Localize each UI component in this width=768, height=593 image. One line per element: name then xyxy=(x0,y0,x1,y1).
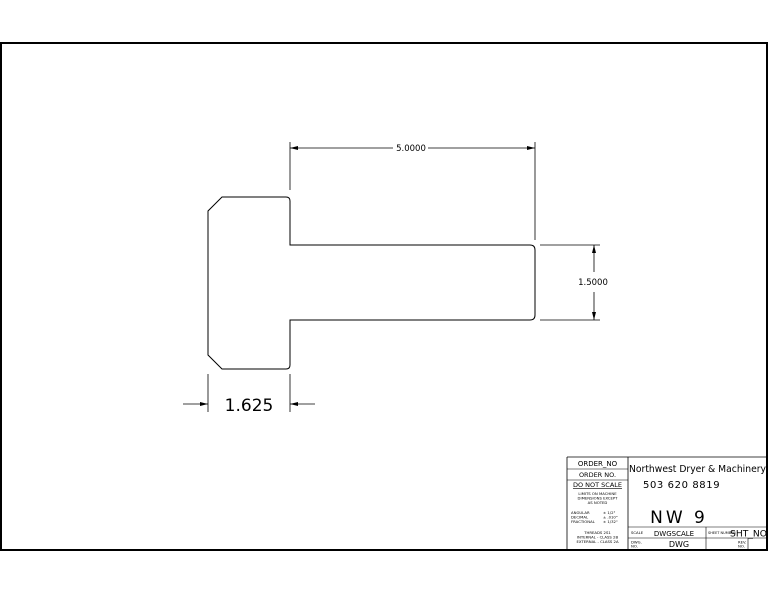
sheet-value: SHT_NO xyxy=(730,530,767,540)
title-block: ORDER_NO ORDER NO. DO NOT SCALE LIMITS O… xyxy=(566,456,767,550)
tolerance-decimal-value: ± .010" xyxy=(603,515,618,520)
tolerance-fractional-label: FRACTIONAL xyxy=(571,519,596,524)
limits-note-line1: LIMITS ON MACHINE xyxy=(578,491,617,496)
tolerance-angular-label: ANGULAR xyxy=(571,510,590,515)
threads-internal: INTERNAL - CLASS 2B xyxy=(577,535,619,540)
sheet-border xyxy=(0,42,768,551)
tolerance-angular-value: ± 1/2° xyxy=(603,510,615,515)
dwg-no-label-2: NO. xyxy=(631,544,638,549)
limits-note-line2: DIMENSIONS EXCEPT xyxy=(578,496,619,501)
threads-title: THREADS 2S1 xyxy=(583,530,611,535)
dimension-head-width: 1.625 xyxy=(183,374,315,416)
dimension-label-stem-length: 5.0000 xyxy=(396,144,426,154)
tolerance-decimal-label: DECIMAL xyxy=(571,515,589,520)
dimension-stem-length: 5.0000 xyxy=(289,142,536,240)
dimension-stem-height: 1.5000 xyxy=(540,244,608,321)
dimension-label-head-width: 1.625 xyxy=(225,396,274,416)
part-outline xyxy=(207,196,536,370)
do-not-scale-note: DO NOT SCALE xyxy=(573,481,622,489)
company-name: Northwest Dryer & Machinery xyxy=(629,464,766,475)
sheet-label: SHEET NUMBER xyxy=(708,531,736,535)
part-number: NW 9 xyxy=(650,508,708,528)
scale-value: DWGSCALE xyxy=(654,530,694,538)
dimension-label-stem-height: 1.5000 xyxy=(578,278,608,288)
limits-note-line3: AS NOTED xyxy=(588,500,608,505)
rev-no-label-2: NO. xyxy=(738,544,745,549)
scale-label: SCALE xyxy=(631,530,644,535)
rev-no-label-1: REV. xyxy=(738,540,746,545)
order-no-field: ORDER_NO xyxy=(578,460,618,468)
company-phone: 503 620 8819 xyxy=(643,480,720,491)
dwg-value: DWG xyxy=(669,540,689,549)
threads-external: EXTERNAL - CLASS 2A xyxy=(576,539,619,544)
order-no-label: ORDER NO. xyxy=(579,471,616,479)
tolerance-fractional-value: ± 1/32" xyxy=(603,519,618,524)
dwg-no-label-1: DWG. xyxy=(631,540,642,545)
